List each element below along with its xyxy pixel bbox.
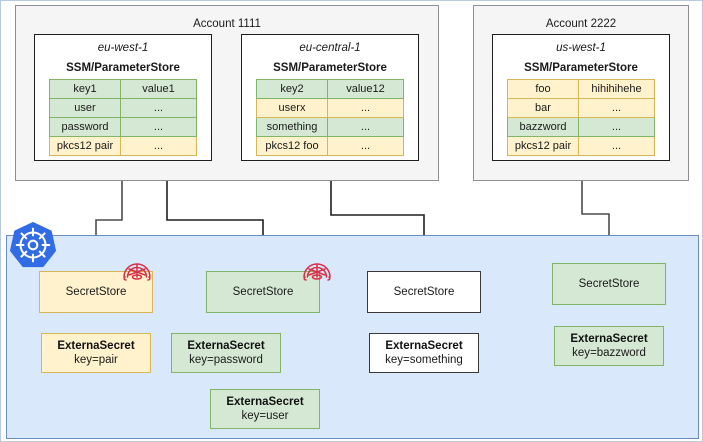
param-key: something	[256, 117, 328, 137]
region-title: eu-central-1	[299, 42, 361, 54]
region-box-eu-west-1: eu-west-1 SSM/ParameterStore key1 value1…	[34, 34, 212, 161]
table-row: userx ...	[256, 98, 404, 118]
param-value: value12	[327, 79, 404, 99]
secretstore-password[interactable]: SecretStore	[206, 271, 320, 313]
externalsecret-subtitle: key=bazzword	[572, 347, 646, 359]
param-value: ...	[327, 98, 404, 118]
externalsecret-subtitle: key=password	[189, 354, 263, 366]
param-key: userx	[256, 98, 328, 118]
region-title: us-west-1	[556, 42, 606, 54]
secretstore-label: SecretStore	[393, 286, 455, 298]
param-key: foo	[507, 79, 579, 99]
param-value: ...	[327, 136, 404, 156]
table-row: something ...	[256, 117, 404, 137]
table-row: pkcs12 foo ...	[256, 136, 404, 156]
param-key: bar	[507, 98, 579, 118]
table-row: bar ...	[507, 98, 655, 118]
parameter-table-eu-west-1: key1 value1 user ... password ... pkcs12…	[49, 79, 197, 156]
externalsecret-password[interactable]: ExternaSecret key=password	[171, 333, 281, 373]
param-key: key1	[49, 79, 121, 99]
table-row: pkcs12 pair ...	[49, 136, 197, 156]
externalsecret-subtitle: key=pair	[74, 354, 118, 366]
param-value: ...	[120, 136, 197, 156]
externalsecret-user[interactable]: ExternaSecret key=user	[210, 389, 320, 429]
table-row: password ...	[49, 117, 197, 137]
param-value: ...	[120, 98, 197, 118]
param-value: hihihihehe	[578, 79, 655, 99]
table-row: key2 value12	[256, 79, 404, 99]
externalsecret-subtitle: key=user	[241, 410, 289, 422]
param-key: key2	[256, 79, 328, 99]
param-value: ...	[578, 98, 655, 118]
externalsecret-title: ExternaSecret	[226, 396, 304, 408]
param-key: pkcs12 foo	[256, 136, 328, 156]
param-value: ...	[578, 117, 655, 137]
param-key: bazzword	[507, 117, 579, 137]
externalsecret-something[interactable]: ExternaSecret key=something	[369, 333, 479, 373]
helm-icon	[301, 258, 333, 287]
externalsecret-title: ExternaSecret	[570, 333, 648, 345]
region-box-us-west-1: us-west-1 SSM/ParameterStore foo hihihih…	[492, 34, 670, 161]
externalsecret-pair[interactable]: ExternaSecret key=pair	[41, 333, 151, 373]
param-key: password	[49, 117, 121, 137]
externalsecret-title: ExternaSecret	[57, 340, 135, 352]
table-row: bazzword ...	[507, 117, 655, 137]
secretstore-label: SecretStore	[232, 286, 294, 298]
store-title: SSM/ParameterStore	[66, 62, 180, 74]
region-title: eu-west-1	[97, 42, 149, 54]
param-key: user	[49, 98, 121, 118]
table-row: user ...	[49, 98, 197, 118]
externalsecret-title: ExternaSecret	[187, 340, 265, 352]
externalsecret-title: ExternaSecret	[385, 340, 463, 352]
store-title: SSM/ParameterStore	[273, 62, 387, 74]
param-value: ...	[327, 117, 404, 137]
secretstore-something[interactable]: SecretStore	[367, 271, 481, 313]
table-row: pkcs12 pair ...	[507, 136, 655, 156]
account-title: Account 2222	[545, 18, 617, 30]
parameter-table-eu-central-1: key2 value12 userx ... something ... pkc…	[256, 79, 404, 156]
secretstore-label: SecretStore	[578, 278, 640, 290]
param-value: ...	[120, 117, 197, 137]
param-value: value1	[120, 79, 197, 99]
table-row: foo hihihihehe	[507, 79, 655, 99]
secretstore-label: SecretStore	[65, 286, 127, 298]
externalsecret-subtitle: key=something	[385, 354, 463, 366]
param-key: pkcs12 pair	[507, 136, 579, 156]
parameter-table-us-west-1: foo hihihihehe bar ... bazzword ... pkcs…	[507, 79, 655, 156]
secretstore-bazzword[interactable]: SecretStore	[552, 263, 666, 305]
account-title: Account 1111	[193, 18, 261, 30]
store-title: SSM/ParameterStore	[524, 62, 638, 74]
table-row: key1 value1	[49, 79, 197, 99]
externalsecret-bazzword[interactable]: ExternaSecret key=bazzword	[554, 326, 664, 366]
param-value: ...	[578, 136, 655, 156]
helm-icon	[121, 258, 153, 287]
kubernetes-icon	[9, 221, 57, 274]
region-box-eu-central-1: eu-central-1 SSM/ParameterStore key2 val…	[241, 34, 419, 161]
param-key: pkcs12 pair	[49, 136, 121, 156]
